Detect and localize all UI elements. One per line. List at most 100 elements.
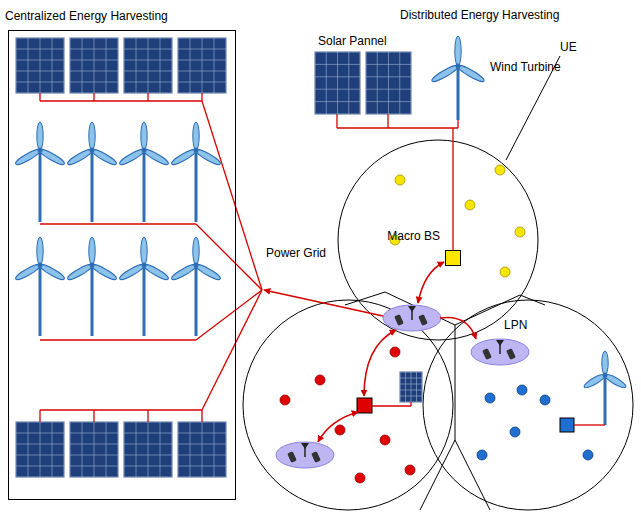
panel-cell-line	[136, 422, 137, 477]
phone	[482, 348, 492, 360]
turbine-hub	[142, 148, 147, 153]
panel-cell-line	[28, 422, 29, 477]
turbine-hub	[38, 263, 43, 268]
turbine-blade	[14, 262, 41, 282]
link-arrow	[418, 262, 444, 303]
wire	[40, 223, 196, 224]
panel-cell-line	[16, 71, 64, 72]
turbine-hub	[90, 148, 95, 153]
solar-panel	[124, 422, 172, 477]
wind-turbine	[66, 122, 118, 222]
panel-cell-line	[178, 466, 226, 467]
phone	[418, 314, 428, 326]
panel-cell-line	[82, 38, 83, 93]
antenna-top	[408, 306, 416, 312]
panel-cell-line	[178, 49, 226, 50]
ue-red	[355, 473, 365, 483]
turbine-tower	[457, 66, 460, 120]
macro-bs-blue	[560, 418, 574, 432]
wire	[201, 93, 202, 101]
panel-cell-line	[124, 60, 172, 61]
panel-cell-line	[388, 52, 389, 114]
solar-panel	[178, 38, 226, 93]
turbine-blade	[583, 372, 607, 390]
turbine-blade	[430, 63, 459, 84]
turbine-tower	[91, 150, 94, 222]
panel-cell-line	[416, 372, 417, 402]
wire	[40, 409, 202, 410]
wire	[574, 424, 605, 425]
harvest-farm-box: Centralized Energy Harvesting	[8, 30, 236, 500]
turbine-hub	[142, 263, 147, 268]
lpn-area	[276, 442, 334, 468]
turbine-blade	[37, 122, 43, 150]
turbine-blade	[194, 262, 221, 282]
turbine-tower	[604, 375, 607, 425]
panel-cell-line	[315, 101, 360, 102]
node-label: Centralized Energy Harvesting	[5, 9, 168, 23]
cell-boundary	[338, 140, 538, 340]
text-label: Distributed Energy Harvesting	[400, 8, 559, 22]
turbine-blade	[170, 147, 197, 167]
wind-turbine	[14, 237, 66, 336]
solar-panel	[315, 52, 360, 114]
ue-yellow	[515, 227, 525, 237]
panel-cell-line	[52, 422, 53, 477]
turbine-hub	[194, 148, 199, 153]
phone	[394, 314, 404, 326]
panel-cell-line	[411, 372, 412, 402]
panel-cell-line	[148, 38, 149, 93]
solar-panel-frame	[178, 38, 226, 93]
wire	[196, 290, 262, 340]
panel-cell-line	[366, 89, 411, 90]
ue-blue	[540, 395, 550, 405]
turbine-blade	[170, 262, 197, 282]
panel-cell-line	[178, 82, 226, 83]
ue-blue	[477, 450, 487, 460]
panel-cell-line	[70, 71, 118, 72]
text-label: Solar Pannel	[318, 34, 387, 48]
wind-turbine	[66, 237, 118, 336]
solar-panel	[70, 38, 118, 93]
wind-turbine	[118, 237, 170, 336]
solar-panel-frame	[70, 422, 118, 477]
turbine-blade	[456, 63, 485, 84]
turbine-hub	[194, 263, 199, 268]
turbine-hub	[456, 64, 461, 69]
panel-cell-line	[348, 52, 349, 114]
turbine-hub	[90, 263, 95, 268]
wire	[40, 100, 202, 101]
panel-cell-line	[160, 38, 161, 93]
wire	[336, 114, 337, 128]
panel-cell-line	[400, 396, 422, 397]
turbine-tower	[143, 150, 146, 222]
panel-cell-line	[124, 71, 172, 72]
turbine-blade	[142, 262, 169, 282]
ue-red	[280, 395, 290, 405]
solar-panel	[16, 38, 64, 93]
panel-cell-line	[366, 101, 411, 102]
ue-yellow	[495, 165, 505, 175]
panel-cell-line	[377, 52, 378, 114]
solar-panel	[178, 422, 226, 477]
lpn-area	[471, 339, 529, 365]
wire	[457, 120, 458, 128]
wire	[372, 405, 411, 406]
text-label: UE	[560, 40, 577, 54]
solar-panel-frame	[124, 38, 172, 93]
ue-blue	[485, 393, 495, 403]
wire	[196, 224, 262, 290]
turbine-blade	[193, 237, 199, 265]
solar-panel-frame	[70, 38, 118, 93]
panel-cell-line	[94, 38, 95, 93]
panel-cell-line	[124, 444, 172, 445]
wire	[201, 410, 202, 422]
ue-blue	[517, 385, 527, 395]
turbine-tower	[91, 265, 94, 336]
panel-cell-line	[190, 422, 191, 477]
turbine-blade	[141, 237, 147, 265]
panel-cell-line	[405, 372, 406, 402]
ue-yellow	[395, 175, 405, 185]
wire	[40, 339, 196, 340]
ue-red	[405, 465, 415, 475]
